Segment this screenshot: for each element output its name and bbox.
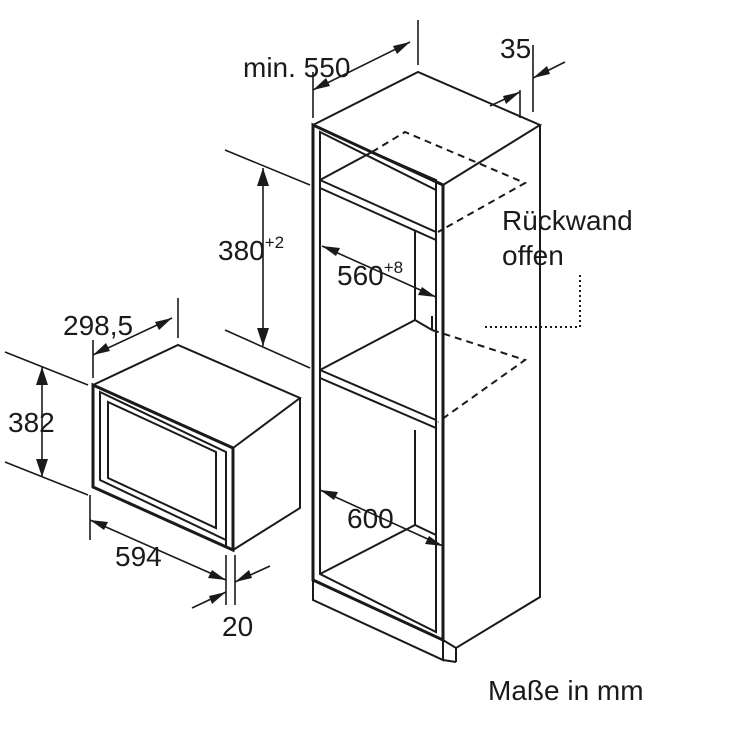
dim-550-arrow-2 bbox=[393, 42, 410, 54]
dim-560-arrow-2 bbox=[418, 287, 436, 297]
dim-35-arrow-2 bbox=[533, 66, 550, 78]
label-cabinet-offset: 35 bbox=[500, 33, 531, 64]
dim-550-arrow-1 bbox=[313, 78, 330, 90]
back-wall-leader bbox=[485, 275, 581, 328]
dim-380-ext-top bbox=[224, 149, 311, 186]
label-niche-height-tol: +2 bbox=[265, 233, 284, 252]
plinth-edge bbox=[442, 659, 457, 663]
dim-382-ext-bottom bbox=[4, 461, 89, 496]
dim-382-arrow-top bbox=[36, 367, 48, 385]
dim-382-ext-top bbox=[4, 351, 89, 386]
appliance-top bbox=[92, 343, 302, 449]
dim-600-arrow-1 bbox=[320, 490, 338, 500]
label-back-wall-2: offen bbox=[502, 240, 564, 271]
dim-594-arrow-1 bbox=[90, 520, 108, 530]
dim-594-line bbox=[89, 519, 227, 581]
label-niche-height: 380+2 bbox=[218, 233, 284, 266]
label-niche-height-value: 380 bbox=[218, 235, 265, 266]
dim-380-arrow-bottom bbox=[257, 328, 269, 346]
cabinet-plinth bbox=[312, 580, 444, 662]
label-appliance-width: 594 bbox=[115, 541, 162, 572]
dim-380-ext-bottom bbox=[224, 329, 311, 369]
dim-35-arrow-1 bbox=[503, 92, 520, 104]
middle-shelf-dashed bbox=[431, 329, 528, 423]
label-niche-width-value: 560 bbox=[337, 260, 384, 291]
middle-shelf-back bbox=[319, 318, 433, 371]
dim-298-arrow-2 bbox=[155, 318, 172, 330]
dim-20-arrow-1 bbox=[209, 592, 226, 604]
dim-382-arrow-bottom bbox=[36, 459, 48, 477]
dim-298-arrow-1 bbox=[93, 343, 110, 355]
middle-shelf-front bbox=[319, 368, 437, 430]
label-back-wall-1: Rückwand bbox=[502, 205, 633, 236]
appliance bbox=[91, 343, 302, 553]
label-units: Maße in mm bbox=[488, 675, 644, 706]
upper-niche-top bbox=[319, 150, 437, 232]
dim-380-arrow-top bbox=[257, 168, 269, 186]
label-cabinet-depth: min. 550 bbox=[243, 52, 350, 83]
cabinet bbox=[311, 70, 581, 663]
cabinet-top bbox=[312, 70, 543, 186]
label-front-panel: 20 bbox=[222, 611, 253, 642]
labels: min. 550 35 380+2 560+8 Rückwand offen 6… bbox=[8, 33, 644, 706]
label-niche-width: 560+8 bbox=[337, 258, 403, 291]
label-cabinet-width: 600 bbox=[347, 503, 394, 534]
label-niche-width-tol: +8 bbox=[384, 258, 403, 277]
dimension-lines bbox=[4, 20, 566, 609]
dim-594-arrow-2 bbox=[208, 570, 226, 580]
upper-shelf-dashed bbox=[371, 130, 528, 233]
cabinet-right-side bbox=[442, 125, 541, 650]
label-appliance-depth: 298,5 bbox=[63, 310, 133, 341]
dim-600-line bbox=[319, 489, 444, 547]
dim-560-line bbox=[321, 245, 437, 298]
appliance-window bbox=[107, 400, 217, 530]
cabinet-front-inner bbox=[319, 130, 437, 634]
label-appliance-height: 382 bbox=[8, 407, 55, 438]
upper-shelf-front bbox=[319, 178, 437, 242]
dim-560-arrow-1 bbox=[322, 246, 340, 256]
dim-550-line bbox=[312, 41, 411, 91]
dim-600-arrow-2 bbox=[425, 536, 443, 546]
appliance-side bbox=[232, 398, 301, 551]
dim-20-arrow-2 bbox=[235, 570, 252, 582]
